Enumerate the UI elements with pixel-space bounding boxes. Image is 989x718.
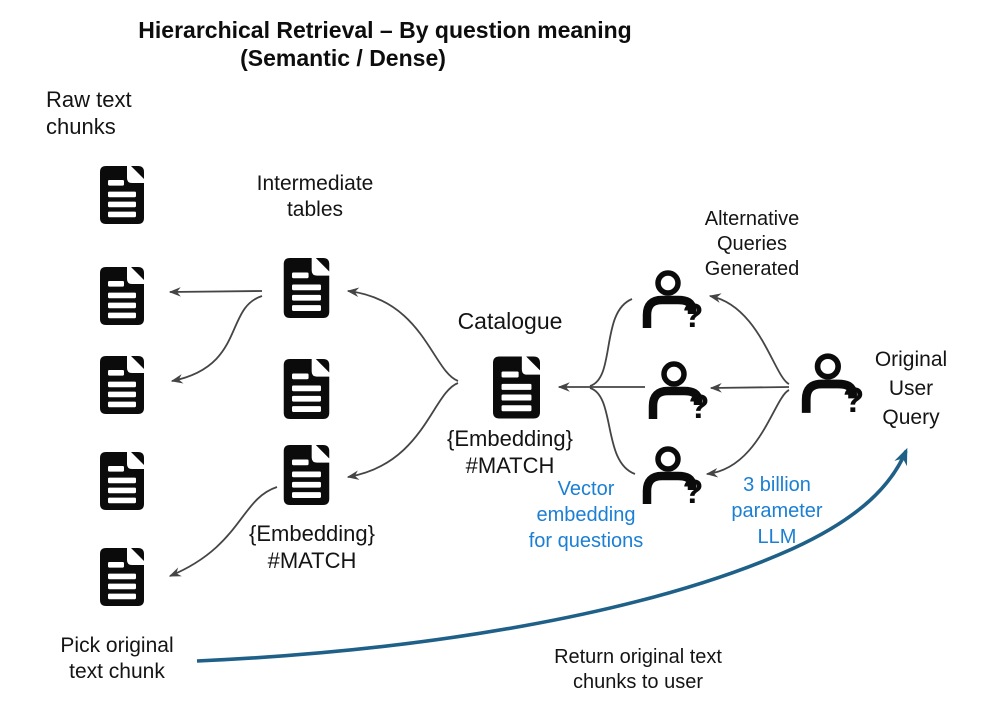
- intermediate-tables-label: Intermediate tables: [256, 172, 374, 222]
- alternative-queries-label: Alternative Queries Generated: [704, 208, 800, 280]
- pick-original-chunk-label: Pick original text chunk: [60, 634, 174, 684]
- document-icon: [100, 452, 144, 510]
- document-icon: [100, 548, 144, 606]
- arrow-int1-to-raw3: [170, 295, 263, 384]
- vector-embedding-label: Vector embedding for questions: [528, 478, 644, 552]
- original-user-query-label: Original User Query: [874, 348, 948, 429]
- arrow-original-to-query1: [708, 293, 790, 385]
- document-icon: [100, 356, 144, 414]
- arrow-catalogue-to-int1: [346, 287, 459, 382]
- person-question-icon: [640, 270, 706, 332]
- raw-text-chunks-label: Raw text chunks: [46, 87, 132, 140]
- return-flow-arrow: [196, 447, 908, 663]
- document-icon: [100, 166, 144, 224]
- arrow-int3-to-raw5: [168, 486, 278, 577]
- arrow-catalogue-to-int3: [346, 382, 459, 480]
- document-icon: [283, 359, 330, 419]
- arrow-original-to-query2: [709, 383, 790, 393]
- return-chunks-label: Return original text chunks to user: [554, 646, 722, 693]
- diagram-subtitle: (Semantic / Dense): [240, 45, 446, 71]
- person-question-icon: [646, 361, 712, 423]
- arrow-query1-merge: [589, 298, 633, 387]
- llm-label: 3 billion parameter LLM: [731, 474, 823, 548]
- catalogue-embedding-match-label: {Embedding} #MATCH: [447, 426, 573, 479]
- person-question-icon: [640, 446, 706, 508]
- arrow-int1-to-raw2: [168, 287, 263, 297]
- diagram-title: Hierarchical Retrieval – By question mea…: [138, 17, 632, 43]
- document-icon: [283, 258, 330, 318]
- intermediate-embedding-match-label: {Embedding} #MATCH: [249, 521, 375, 574]
- catalogue-label: Catalogue: [457, 308, 563, 334]
- person-question-icon: [799, 353, 867, 417]
- arrow-query3-merge: [589, 387, 636, 475]
- document-icon: [283, 445, 330, 505]
- document-icon: [100, 267, 144, 325]
- document-icon: [493, 356, 540, 419]
- arrow-original-to-query3: [705, 389, 790, 478]
